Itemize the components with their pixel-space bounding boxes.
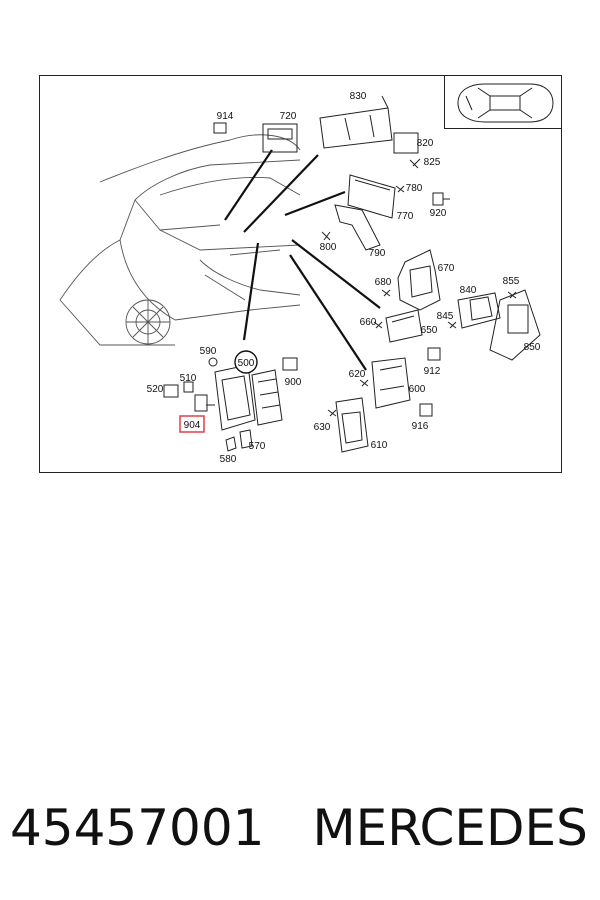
bolt-680-icon <box>381 289 391 297</box>
part-label-600: 600 <box>409 384 426 395</box>
leader-lines <box>224 149 381 371</box>
bolt-825-icon <box>409 158 421 169</box>
module-650-icon <box>385 309 423 343</box>
clip-580-icon <box>225 436 237 452</box>
relay-900-icon <box>282 357 298 371</box>
part-number: 45457001 <box>10 799 265 857</box>
part-label-590: 590 <box>200 346 217 357</box>
part-label-855: 855 <box>503 276 520 287</box>
fuse-box-500-icon <box>214 364 256 431</box>
bracket-610-icon <box>335 397 369 453</box>
bolt-780-icon <box>395 185 405 193</box>
module-840-icon <box>457 292 501 329</box>
part-label-570: 570 <box>249 441 266 452</box>
part-label-840: 840 <box>460 285 477 296</box>
part-label-825: 825 <box>424 157 441 168</box>
part-label-660: 660 <box>360 317 377 328</box>
bolt-845-icon <box>447 321 457 329</box>
part-label-650: 650 <box>421 325 438 336</box>
relay-520-icon <box>163 384 179 398</box>
part-label-850: 850 <box>524 342 541 353</box>
relay-904-icon <box>194 394 208 412</box>
relay-510-icon <box>183 381 194 393</box>
component-sketches <box>163 95 541 453</box>
diagram-frame <box>39 75 562 473</box>
car-wheel-icon <box>125 299 171 345</box>
part-labels: 914 720 830 820 825 780 920 770 800 790 680 670 855 8… <box>147 91 541 465</box>
connector-920-icon <box>432 192 444 206</box>
part-label-670: 670 <box>438 263 455 274</box>
part-label-914: 914 <box>217 111 234 122</box>
part-label-610: 610 <box>371 440 388 451</box>
module-820-icon <box>393 132 419 154</box>
car-overview-inset <box>444 75 562 129</box>
part-label-520: 520 <box>147 384 164 395</box>
part-label-770: 770 <box>397 211 414 222</box>
connector-916-icon <box>419 403 433 417</box>
car-body-outline-icon <box>59 134 301 346</box>
bracket-850-icon <box>489 289 541 361</box>
brand-name: MERCEDES <box>312 799 588 857</box>
part-label-800: 800 <box>320 242 337 253</box>
highlight-box-904 <box>179 415 205 433</box>
nut-590-icon <box>208 357 218 367</box>
bolt-620-icon <box>359 379 369 387</box>
module-720-icon <box>262 123 298 153</box>
footer: 45457001 MERCEDES <box>10 796 590 860</box>
module-770-icon <box>347 174 396 219</box>
connector-912-icon <box>427 347 441 361</box>
part-label-904: 904 <box>184 420 201 431</box>
bolt-660-icon <box>373 321 383 329</box>
part-label-510: 510 <box>180 373 197 384</box>
part-label-720: 720 <box>280 111 297 122</box>
part-label-580: 580 <box>220 454 237 465</box>
module-600-icon <box>371 357 411 409</box>
bracket-670-icon <box>397 249 441 311</box>
part-label-845: 845 <box>437 311 454 322</box>
part-label-900: 900 <box>285 377 302 388</box>
part-label-680: 680 <box>375 277 392 288</box>
callout-500-circle <box>234 350 258 374</box>
bolt-630-icon <box>327 409 337 417</box>
part-label-790: 790 <box>369 248 386 259</box>
bracket-790-icon <box>334 204 381 251</box>
part-label-630: 630 <box>314 422 331 433</box>
clip-570-icon <box>239 429 253 449</box>
car-topview-icon <box>457 83 554 123</box>
module-914-icon <box>213 122 227 134</box>
part-label-620: 620 <box>349 369 366 380</box>
bolt-800-icon <box>321 231 331 241</box>
part-label-916: 916 <box>412 421 429 432</box>
part-label-912: 912 <box>424 366 441 377</box>
module-830-icon <box>319 107 393 149</box>
part-label-780: 780 <box>406 183 423 194</box>
part-label-500: 500 <box>238 358 255 369</box>
part-label-830: 830 <box>350 91 367 102</box>
part-label-920: 920 <box>430 208 447 219</box>
part-label-820: 820 <box>417 138 434 149</box>
